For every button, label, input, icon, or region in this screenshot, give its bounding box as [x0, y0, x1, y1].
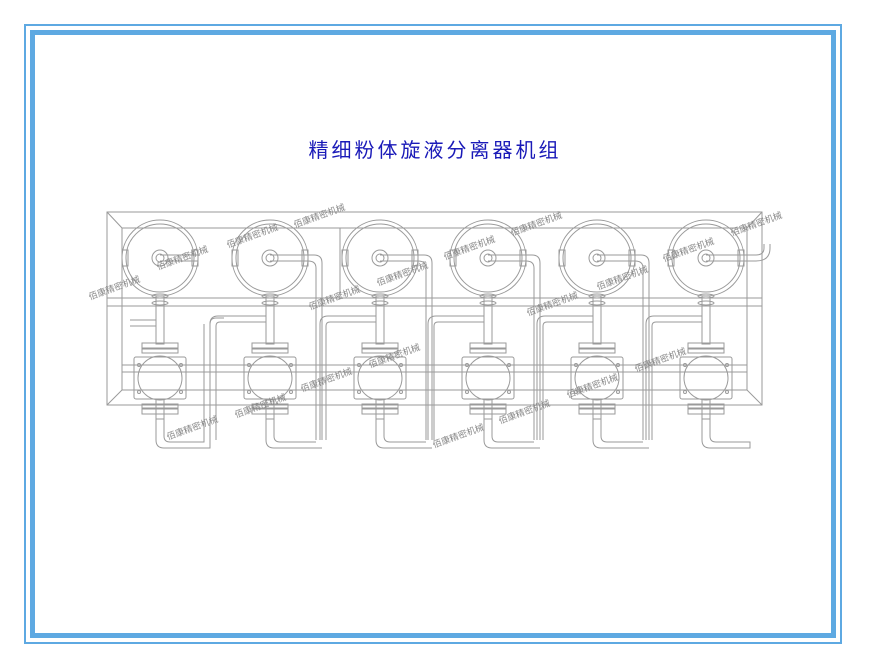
svg-text:佰康精密机械: 佰康精密机械	[292, 201, 347, 231]
svg-text:佰康精密机械: 佰康精密机械	[729, 209, 784, 239]
svg-text:佰康精密机械: 佰康精密机械	[225, 221, 280, 251]
inner-border	[30, 30, 836, 638]
svg-text:佰康精密机械: 佰康精密机械	[509, 209, 564, 239]
unit	[427, 219, 541, 449]
unit	[319, 219, 433, 449]
svg-text:佰康精密机械: 佰康精密机械	[431, 421, 486, 451]
drawing-title: 精细粉体旋液分离器机组	[308, 138, 562, 162]
svg-text:佰康精密机械: 佰康精密机械	[375, 259, 430, 289]
unit	[209, 219, 323, 449]
svg-text:佰康精密机械: 佰康精密机械	[525, 289, 580, 319]
unit	[121, 219, 224, 449]
outer-border	[24, 24, 842, 644]
svg-text:佰康精密机械: 佰康精密机械	[595, 263, 650, 293]
svg-text:佰康精密机械: 佰康精密机械	[442, 233, 497, 263]
watermark-layer: 佰康精密机械 佰康精密机械 佰康精密机械 佰康精密机械 佰康精密机械 佰康精密机…	[87, 201, 784, 451]
svg-text:佰康精密机械: 佰康精密机械	[155, 243, 210, 273]
svg-text:佰康精密机械: 佰康精密机械	[233, 391, 288, 421]
unit	[536, 219, 650, 449]
svg-text:佰康精密机械: 佰康精密机械	[367, 341, 422, 371]
svg-text:佰康精密机械: 佰康精密机械	[165, 413, 220, 443]
svg-text:佰康精密机械: 佰康精密机械	[565, 371, 620, 401]
unit	[645, 219, 771, 449]
svg-text:佰康精密机械: 佰康精密机械	[497, 397, 552, 427]
